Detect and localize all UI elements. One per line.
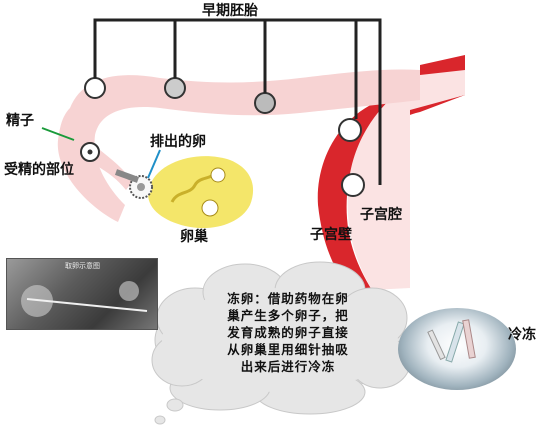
ovulation-arrow [114, 169, 140, 183]
callout-text: 冻卵：借助药物在卵 巢产生多个卵子，把 发育成熟的卵子直接 从卵巢里用细针抽吸 … [178, 290, 398, 375]
callout-line: 发育成熟的卵子直接 [227, 325, 349, 340]
freezing-graphic [427, 319, 476, 363]
callout-line: 冻卵：借助药物在卵 [227, 291, 349, 306]
photo-graphic [21, 281, 148, 317]
embryo-bracket [93, 18, 382, 185]
callout-line: 出来后进行冷冻 [240, 359, 336, 374]
label-uterine-wall: 子宫壁 [310, 227, 352, 243]
callout-line: 从卵巢里用细针抽吸 [227, 342, 349, 357]
embryo-blastocyst-1 [338, 118, 362, 142]
ovary-follicle-small [201, 199, 219, 217]
embryo-morula [254, 92, 276, 114]
egg-retrieval-photo: 取卵示意图 [6, 258, 158, 330]
label-freeze: 冷冻 [508, 327, 536, 343]
egg-pointer [147, 149, 161, 179]
label-early-embryo: 早期胚胎 [202, 3, 258, 19]
sperm-pointer [41, 127, 75, 141]
label-sperm: 精子 [6, 113, 34, 129]
label-uterine-cavity: 子宫腔 [360, 207, 402, 223]
uterine-cavity [347, 70, 465, 290]
label-ovary: 卵巢 [180, 229, 208, 245]
embryo-blastocyst-2 [341, 173, 365, 197]
fertilized-egg-nucleus [87, 149, 93, 155]
ovary-follicle-squiggle [170, 171, 217, 203]
released-egg-nucleus [137, 183, 145, 191]
callout-line: 巢产生多个卵子，把 [227, 308, 349, 323]
callout-cloud-fill [162, 288, 398, 392]
embryo-4cell [164, 77, 186, 99]
photo-caption: 取卵示意图 [65, 262, 100, 270]
fallopian-tube [57, 69, 420, 223]
freezing-photo [398, 308, 516, 390]
ovary-shape [148, 156, 254, 229]
embryo-2cell [84, 77, 106, 99]
ovary-follicle [210, 167, 226, 183]
label-released-egg: 排出的卵 [150, 134, 206, 150]
label-fertilization-site: 受精的部位 [4, 162, 74, 178]
fimbriae [95, 150, 132, 190]
